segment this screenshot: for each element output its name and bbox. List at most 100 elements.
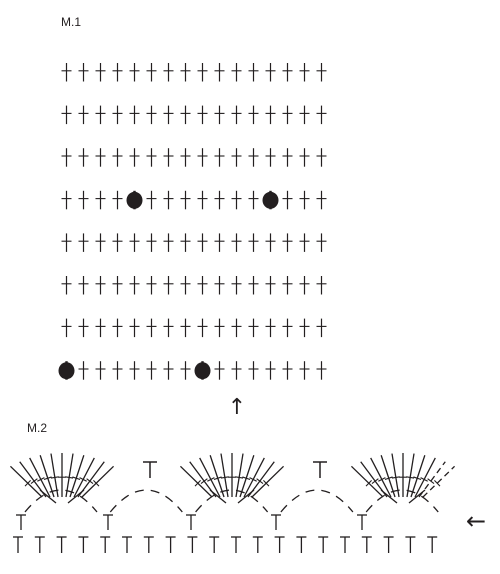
base-row-stitch (361, 536, 372, 553)
double-crochet-stitch (112, 276, 123, 295)
double-crochet-stitch (112, 190, 123, 210)
base-row-stitch (405, 536, 416, 553)
double-crochet-stitch (61, 105, 72, 125)
fan-stitch (380, 455, 396, 498)
bobble-stitch (126, 190, 143, 210)
stitch-fan (179, 453, 285, 504)
double-crochet-stitch (214, 361, 225, 380)
double-crochet-stitch (231, 361, 242, 380)
fan-stitch-bar (43, 476, 52, 480)
fan-stitch (370, 457, 392, 498)
bobble-stitch (194, 361, 211, 380)
double-crochet-stitch (248, 233, 259, 252)
fan-stitch-bar (79, 477, 87, 482)
double-crochet-stitch (163, 361, 174, 380)
double-crochet-stitch (214, 318, 225, 338)
double-crochet-stitch (282, 148, 293, 167)
fan-stitch-bar (72, 476, 81, 480)
double-crochet-stitch (265, 361, 276, 380)
fan-stitch (29, 457, 51, 498)
double-crochet-stitch (180, 233, 191, 252)
double-crochet-stitch (163, 148, 174, 167)
fan-stitch-bar (194, 479, 201, 487)
double-crochet-stitch (197, 233, 208, 252)
work-direction-up-arrow-icon: ↑ (228, 395, 246, 420)
double-crochet-stitch (197, 318, 208, 338)
double-crochet-stitch (112, 361, 123, 380)
double-crochet-stitch (282, 276, 293, 295)
fan-stitch (69, 455, 85, 498)
fan-stitch (418, 461, 446, 498)
double-crochet-stitch (316, 318, 327, 338)
double-crochet-stitch (129, 318, 140, 338)
double-crochet-stitch (180, 190, 191, 210)
double-crochet-stitch (95, 276, 106, 295)
double-crochet-stitch (299, 63, 310, 82)
fan-stitch-bar (86, 478, 94, 484)
bobble-dot (126, 191, 143, 209)
double-crochet-stitch (248, 276, 259, 295)
chain-arch (109, 489, 183, 513)
fan-stitch (179, 465, 213, 498)
double-crochet-stitch (163, 190, 174, 210)
base-row-stitch (318, 536, 329, 553)
double-crochet-stitch (282, 190, 293, 210)
double-crochet-stitch (180, 318, 191, 338)
double-crochet-stitch (231, 190, 242, 210)
base-row-stitch (340, 536, 350, 553)
fan-stitch-bar (50, 476, 59, 479)
fan-stitch-bar (93, 479, 100, 487)
double-crochet-stitch (180, 63, 191, 82)
double-crochet-stitch (61, 148, 72, 167)
double-crochet-stitch (61, 276, 72, 295)
double-crochet-stitch (231, 105, 242, 125)
fan-stitch-bar (213, 476, 222, 480)
fan-stitch (73, 457, 95, 498)
double-crochet-stitch (95, 361, 106, 380)
base-row-stitch (122, 536, 132, 553)
base-row-stitch (56, 536, 67, 553)
base-row-stitch (231, 536, 241, 553)
double-crochet-stitch (78, 105, 89, 125)
double-crochet-stitch (231, 276, 242, 295)
double-crochet-stitch (163, 63, 174, 82)
base-row-stitch (13, 536, 23, 553)
double-crochet-stitch (163, 233, 174, 252)
fan-stitch-bar (235, 476, 244, 479)
double-crochet-stitch (146, 276, 157, 295)
double-crochet-stitch (95, 233, 106, 252)
double-crochet-stitch (231, 63, 242, 82)
work-direction-left-arrow-icon: ← (466, 507, 486, 535)
fan-stitch-bar (256, 478, 264, 484)
double-crochet-stitch (95, 63, 106, 82)
double-crochet-stitch (180, 148, 191, 167)
double-crochet-stitch (129, 105, 140, 125)
double-crochet-stitch (316, 148, 327, 167)
base-row-stitch (383, 536, 394, 553)
double-crochet-stitch (316, 190, 327, 210)
fan-stitch (39, 455, 55, 498)
double-crochet-stitch (248, 318, 259, 338)
double-crochet-stitch (129, 233, 140, 252)
stitch-fan (350, 453, 456, 504)
double-crochet-stitch (316, 276, 327, 295)
fan-stitch-bar (384, 476, 393, 480)
double-crochet-stitch (180, 276, 191, 295)
base-row-stitch (427, 536, 438, 553)
fan-stitch (251, 465, 285, 498)
double-crochet-stitch (299, 361, 310, 380)
base-row-stitch (274, 536, 285, 553)
fan-stitch (220, 453, 229, 498)
row-two-stitch (16, 514, 26, 530)
double-crochet-stitch (214, 148, 225, 167)
double-crochet-stitch (112, 318, 123, 338)
fan-stitch (235, 453, 244, 498)
double-crochet-stitch (112, 233, 123, 252)
row-two-stitch (271, 514, 281, 530)
double-crochet-stitch (163, 318, 174, 338)
fan-stitch-bar (371, 478, 379, 484)
fan-stitch (406, 453, 415, 498)
base-row-stitch (143, 536, 154, 553)
double-crochet-stitch (299, 190, 310, 210)
